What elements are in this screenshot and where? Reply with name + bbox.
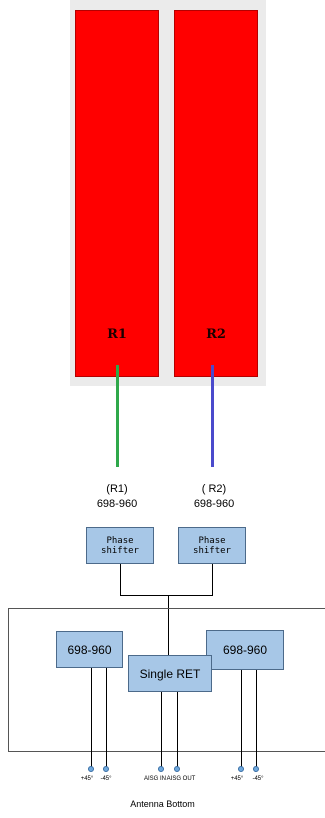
port-connector-2 [103,766,109,772]
port-line-4 [177,692,178,768]
phase-shifter-right-label: Phase shifter [193,535,231,556]
port-label-4: AISG OUT [166,776,196,782]
connector-ps-join [120,595,213,596]
band-name-r2: ( R2) [201,483,227,495]
feed-line-r1 [116,365,119,467]
connector-ps-left [120,564,121,595]
port-connector-3 [158,766,164,772]
connector-ps-right [212,564,213,595]
port-label-1: +45° [80,776,94,782]
band-range-r1: 698-960 [96,498,138,510]
port-label-5: +45° [230,776,244,782]
band-range-r2: 698-960 [193,498,235,510]
single-ret-module: Single RET [128,655,212,692]
port-label-6: -45° [252,776,264,782]
antenna-bottom-label: Antenna Bottom [130,799,195,809]
phase-shifter-right: Phase shifter [178,527,246,564]
radiator-r2-label: R2 [206,327,226,342]
port-label-2: -45° [100,776,112,782]
port-line-2 [106,668,107,768]
port-connector-5 [238,766,244,772]
feed-line-r2 [211,365,214,467]
band-label-r2: ( R2) 698-960 [179,482,249,512]
port-connector-6 [253,766,259,772]
radiator-r1: R1 [75,10,159,377]
band-label-r1: (R1) 698-960 [82,482,152,512]
band-name-r1: (R1) [106,483,128,495]
port-line-5 [241,670,242,768]
port-line-3 [161,692,162,768]
phase-shifter-left: Phase shifter [86,527,154,564]
module-left-label: 698-960 [67,642,112,657]
antenna-bottom-enclosure [8,608,325,752]
radiator-r2: R2 [174,10,258,377]
port-label-3: AISG IN [143,776,167,782]
port-line-6 [256,670,257,768]
connector-ret-stem [168,595,169,655]
module-left: 698-960 [56,631,123,668]
phase-shifter-left-label: Phase shifter [101,535,139,556]
port-connector-4 [174,766,180,772]
port-line-1 [91,668,92,768]
radiator-r1-label: R1 [107,327,127,342]
single-ret-label: Single RET [139,666,201,681]
port-connector-1 [88,766,94,772]
module-right-label: 698-960 [222,643,268,657]
module-right: 698-960 [206,630,284,670]
